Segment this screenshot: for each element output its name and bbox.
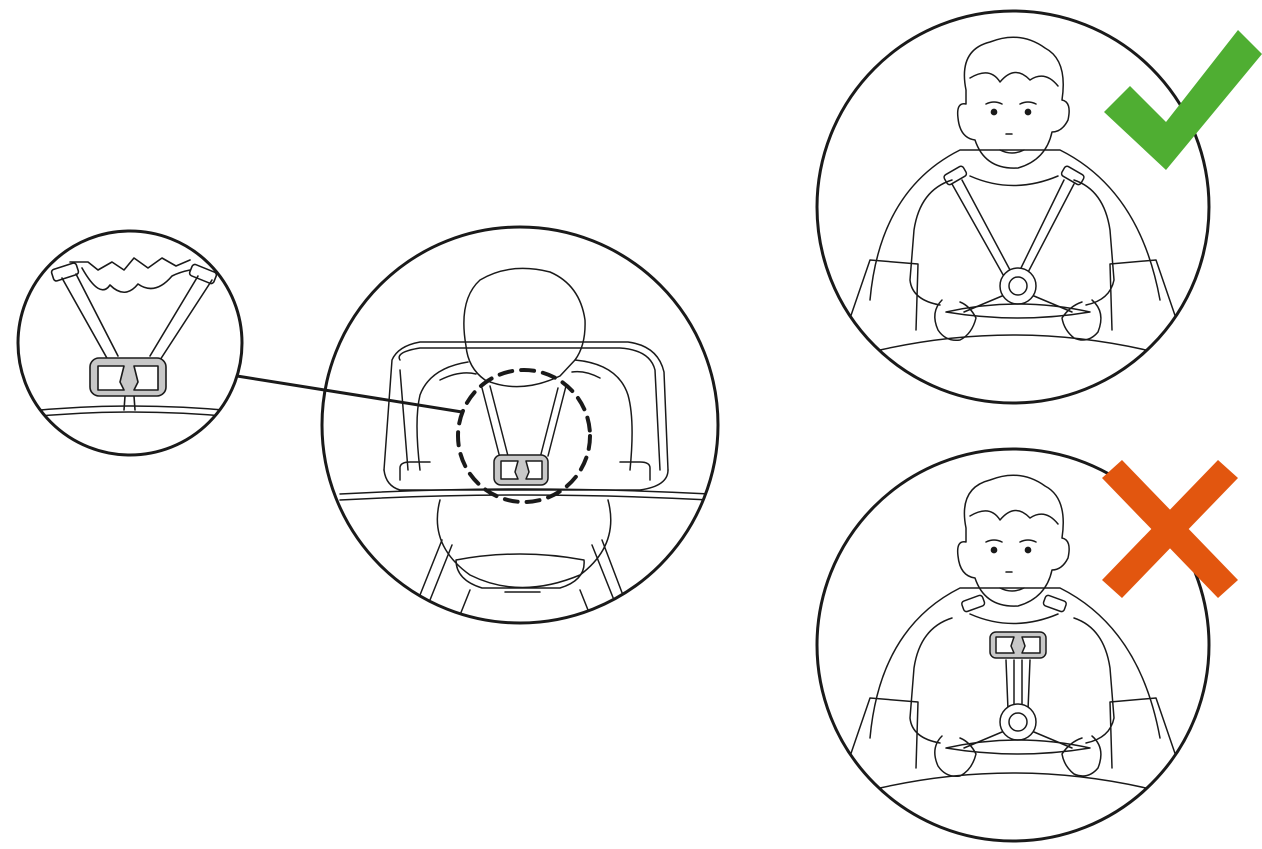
cross-icon: [1102, 460, 1238, 598]
panel-overview: [322, 227, 718, 640]
panel-correct: [817, 11, 1209, 403]
check-icon: [1104, 30, 1262, 170]
panel-closeup: [18, 231, 245, 455]
